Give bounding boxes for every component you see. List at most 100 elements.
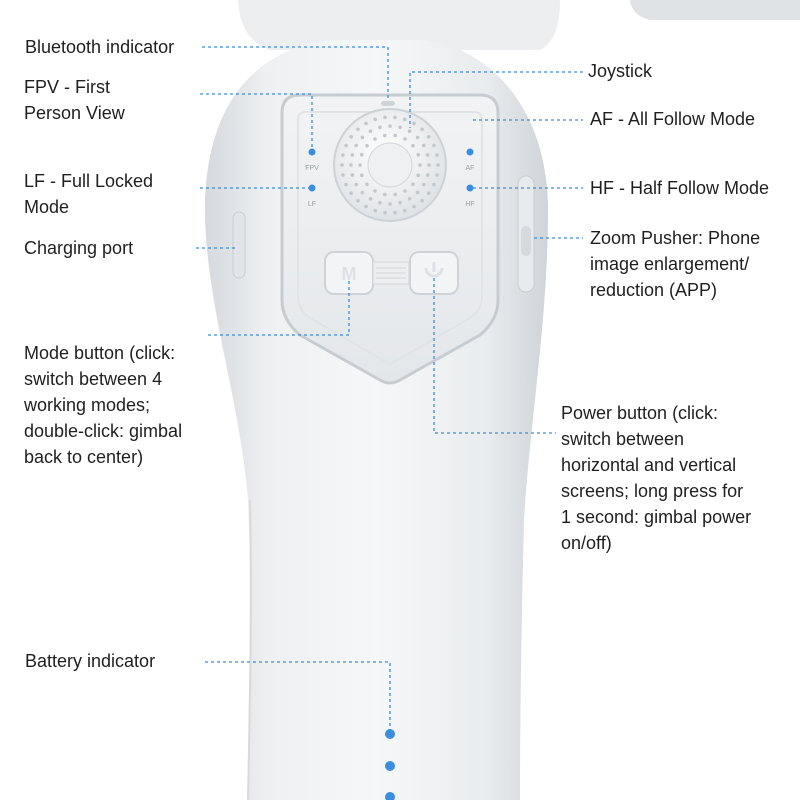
joystick-grip-dot <box>407 197 412 201</box>
lf-indicator-light <box>308 184 316 192</box>
joystick-grip-dot <box>403 137 407 141</box>
joystick-grip-dot <box>411 143 415 148</box>
joystick-grip-dot <box>383 210 387 215</box>
phone-clamp <box>630 0 800 20</box>
joystick-grip-dot <box>340 163 344 167</box>
joystick-grip-dot <box>364 121 368 126</box>
joystick-grip-dot <box>349 163 353 167</box>
joystick-grip-dot <box>356 198 360 203</box>
power-button-label: Power button (click: switch between hori… <box>561 403 752 553</box>
joystick-grip-dot <box>425 173 430 177</box>
joystick-grip-dot <box>344 182 348 187</box>
joystick-grip-dot <box>425 153 430 157</box>
joystick-grip-dot <box>420 127 424 132</box>
joystick-grip-dot <box>393 133 398 138</box>
joystick-grip-dot <box>432 182 436 187</box>
joystick-grip-dot <box>435 173 439 177</box>
joystick-grip-dot <box>415 135 420 140</box>
joystick-grip-dots <box>340 115 440 215</box>
joystick-grip-dot <box>393 210 397 215</box>
joystick-grip-dot <box>412 121 416 126</box>
bluetooth-indicator-light <box>381 101 395 106</box>
joystick-grip-dot <box>420 198 424 203</box>
joystick-grip-dot <box>373 137 377 141</box>
bluetooth-indicator-label: Bluetooth indicator <box>25 37 175 57</box>
joystick-grip-dot <box>344 143 348 148</box>
joystick-grip-dot <box>432 143 436 148</box>
joystick-grip-dot <box>373 208 378 213</box>
power-icon <box>424 262 444 278</box>
joystick-grip-dot <box>427 135 431 139</box>
joystick-grip-dot <box>388 202 392 206</box>
hf-indicator-light <box>466 184 474 192</box>
joystick-grip-dot <box>354 182 359 187</box>
joystick-grip-dot <box>349 135 354 139</box>
button-bridge <box>372 261 410 285</box>
joystick-grip-dot <box>383 133 387 138</box>
fpv-mark: FPV <box>305 165 319 172</box>
joystick-grip-dot <box>403 117 407 122</box>
gimbal-top-arm <box>238 0 560 50</box>
joystick-grip-dot <box>412 204 416 209</box>
joystick-grip-dot <box>358 163 362 167</box>
hf-label: HF - Half Follow Mode <box>590 178 770 198</box>
joystick-grip-dot <box>435 153 439 157</box>
mode-icon: M <box>342 264 357 284</box>
joystick-grip-dot <box>398 125 402 130</box>
mode-button[interactable]: M <box>324 251 374 295</box>
joystick-grip-dot <box>341 153 345 157</box>
joystick-grip-dot <box>365 143 369 148</box>
af-label: AF - All Follow Mode <box>590 109 756 129</box>
joystick-grip-dot <box>388 124 392 128</box>
joystick-grip-dot <box>365 182 369 187</box>
joystick-grip-dot <box>427 191 431 195</box>
battery-indicator-label: Battery indicator <box>25 651 156 671</box>
mode-button-label: Mode button (click: switch between 4 wor… <box>24 343 183 467</box>
power-button[interactable] <box>409 251 459 295</box>
joystick-grip-dot <box>407 129 412 133</box>
joystick-grip-dot <box>416 152 421 157</box>
joystick-grip-dot <box>354 143 359 148</box>
joystick-grip-dot <box>360 173 364 178</box>
joystick-grip-dot <box>373 117 378 122</box>
charging-port-label: Charging port <box>24 238 134 258</box>
joystick-grip-dot <box>383 115 387 120</box>
joystick-grip-dot <box>364 204 368 209</box>
callout-lines <box>196 46 583 730</box>
joystick-grip-dot <box>378 200 382 205</box>
joystick[interactable] <box>333 108 447 222</box>
charging-port <box>232 211 246 279</box>
joystick-grip-dot <box>373 189 377 193</box>
joystick-grip-dot <box>360 135 365 140</box>
joystick-grip-dot <box>360 190 365 195</box>
joystick-grip-dot <box>393 192 398 197</box>
joystick-grip-dot <box>356 127 360 132</box>
joystick-grip-dot <box>403 189 407 193</box>
lf-mark: LF <box>308 201 316 208</box>
joystick-grip-dot <box>368 129 373 133</box>
joystick-grip-dot <box>350 153 355 157</box>
joystick-grip-dot <box>427 163 431 167</box>
joystick-grip-dot <box>341 173 345 177</box>
joystick-grip-dot <box>422 143 426 148</box>
joystick-label: Joystick <box>588 61 653 81</box>
joystick-grip-dot <box>436 163 440 167</box>
af-indicator-light <box>466 148 474 156</box>
joystick-grip-dot <box>416 173 421 178</box>
joystick-grip-dot <box>368 197 373 201</box>
af-mark: AF <box>466 165 475 172</box>
joystick-grip-dot <box>403 208 407 213</box>
joystick-grip-dot <box>415 190 420 195</box>
joystick-grip-dot <box>378 125 382 130</box>
hf-mark: HF <box>465 201 474 208</box>
joystick-grip-dot <box>349 191 354 195</box>
joystick-grip-dot <box>350 173 355 177</box>
joystick-grip-dot <box>360 152 364 157</box>
joystick-grip-dot <box>422 182 426 187</box>
joystick-grip-dot <box>411 182 415 187</box>
joystick-grip-dot <box>398 200 402 205</box>
joystick-grip-dot <box>393 115 397 120</box>
